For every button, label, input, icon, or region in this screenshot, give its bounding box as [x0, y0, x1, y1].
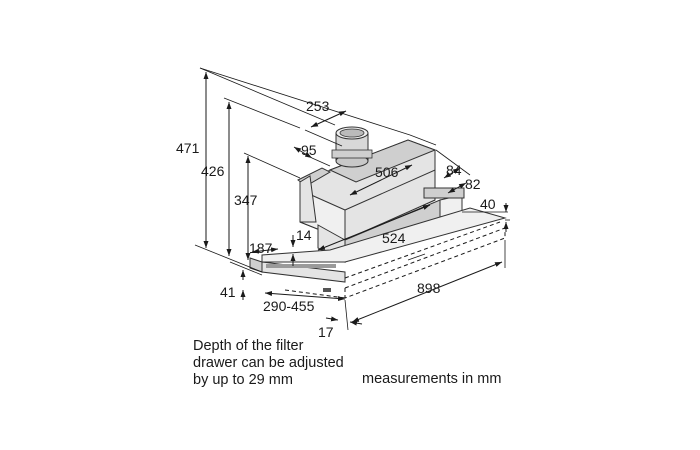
dim-14: 14: [296, 227, 312, 243]
dim-41: 41: [220, 284, 236, 300]
units-note: measurements in mm: [362, 371, 501, 387]
dim-84: 84: [446, 162, 462, 178]
exhaust-duct: [331, 126, 373, 168]
drawing-notes: Depth of the filter drawer can be adjust…: [193, 338, 501, 388]
dim-426: 426: [201, 163, 225, 179]
dim-40: 40: [480, 196, 496, 212]
dim-347: 347: [234, 192, 258, 208]
filter-note-line-2: drawer can be adjusted: [193, 355, 344, 371]
filter-note-line-1: Depth of the filter: [193, 338, 304, 354]
dim-290-455: 290-455: [263, 298, 315, 314]
dimension-labels: 253 95 506 84 82 40 471 426 347 187 14 5…: [176, 98, 496, 340]
dim-506: 506: [375, 164, 399, 180]
dim-82: 82: [465, 176, 481, 192]
dim-524: 524: [382, 230, 406, 246]
filter-note-line-3: by up to 29 mm: [193, 372, 293, 388]
dim-253: 253: [306, 98, 330, 114]
hood-illustration: [249, 126, 507, 299]
dim-471: 471: [176, 140, 200, 156]
dimension-lines: [194, 67, 510, 331]
dim-898: 898: [417, 280, 441, 296]
dim-187: 187: [249, 240, 273, 256]
dim-17: 17: [318, 324, 334, 340]
dim-95: 95: [301, 142, 317, 158]
